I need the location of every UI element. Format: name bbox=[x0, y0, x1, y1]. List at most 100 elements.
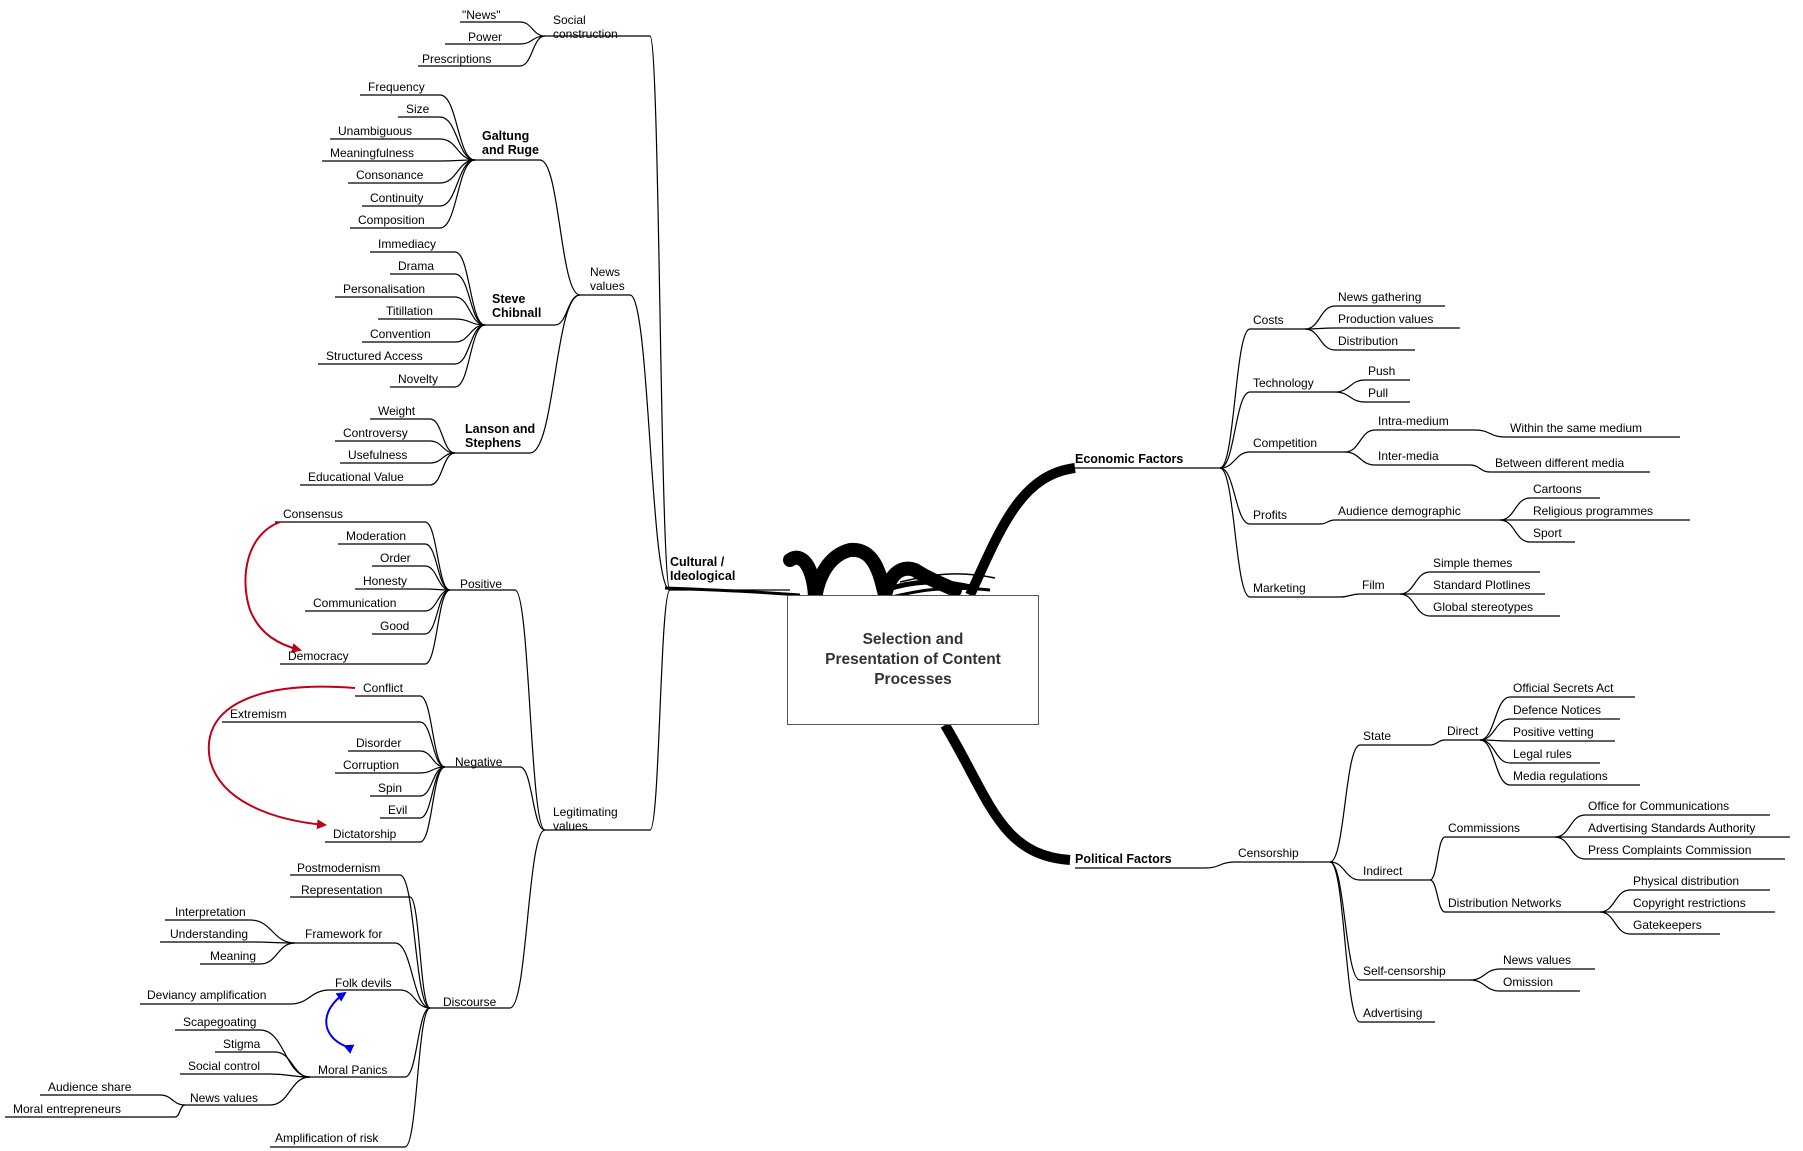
node-steve-chibnall[interactable]: Steve Chibnall bbox=[492, 292, 542, 320]
node-costs-item-0[interactable]: News gathering bbox=[1338, 290, 1422, 304]
node-discourse-news-values[interactable]: News values bbox=[190, 1091, 259, 1105]
node-galtung-ruge-item-2[interactable]: Unambiguous bbox=[338, 124, 413, 138]
node-galtung-ruge-item-3[interactable]: Meaningfulness bbox=[330, 146, 415, 160]
node-steve-chibnall-item-2[interactable]: Personalisation bbox=[343, 282, 426, 296]
node-competition[interactable]: Competition bbox=[1253, 436, 1318, 450]
node-positive-item-0[interactable]: Consensus bbox=[283, 507, 344, 521]
node-costs-item-1[interactable]: Production values bbox=[1338, 312, 1434, 326]
node-direct[interactable]: Direct bbox=[1447, 724, 1479, 738]
node-commissions-item-1[interactable]: Advertising Standards Authority bbox=[1588, 821, 1756, 835]
node-lanson-stephens-item-0[interactable]: Weight bbox=[378, 404, 416, 418]
node-profits[interactable]: Profits bbox=[1253, 508, 1288, 522]
node-within-same-medium[interactable]: Within the same medium bbox=[1510, 421, 1643, 435]
node-audience-demographic[interactable]: Audience demographic bbox=[1338, 504, 1461, 518]
node-deviancy-amplification[interactable]: Deviancy amplification bbox=[147, 988, 267, 1002]
node-distribution-networks[interactable]: Distribution Networks bbox=[1448, 896, 1562, 910]
node-galtung-ruge[interactable]: Galtung and Ruge bbox=[482, 129, 539, 157]
node-negative-item-3[interactable]: Corruption bbox=[343, 758, 400, 772]
node-moral-panics-item-1[interactable]: Stigma bbox=[223, 1037, 261, 1051]
node-self-censorship[interactable]: Self-censorship bbox=[1363, 964, 1446, 978]
node-representation[interactable]: Representation bbox=[301, 883, 383, 897]
node-positive[interactable]: Positive bbox=[460, 577, 503, 591]
node-advertising[interactable]: Advertising bbox=[1363, 1006, 1423, 1020]
node-moral-panics[interactable]: Moral Panics bbox=[318, 1063, 388, 1077]
node-audience-item-0[interactable]: Cartoons bbox=[1533, 482, 1582, 496]
node-distribution-item-0[interactable]: Physical distribution bbox=[1633, 874, 1740, 888]
node-framework-item-1[interactable]: Understanding bbox=[170, 927, 249, 941]
node-audience-item-2[interactable]: Sport bbox=[1533, 526, 1562, 540]
node-framework-item-2[interactable]: Meaning bbox=[210, 949, 257, 963]
node-positive-item-1[interactable]: Moderation bbox=[346, 529, 407, 543]
node-commissions-item-2[interactable]: Press Complaints Commission bbox=[1588, 843, 1752, 857]
node-social-item-0[interactable]: "News" bbox=[462, 8, 501, 22]
node-technology-item-1[interactable]: Pull bbox=[1368, 386, 1389, 400]
node-positive-item-4[interactable]: Communication bbox=[313, 596, 397, 610]
node-commissions[interactable]: Commissions bbox=[1448, 821, 1521, 835]
node-direct-item-0[interactable]: Official Secrets Act bbox=[1513, 681, 1614, 695]
node-discourse[interactable]: Discourse bbox=[443, 995, 497, 1009]
node-negative-item-6[interactable]: Dictatorship bbox=[333, 827, 397, 841]
node-positive-item-3[interactable]: Honesty bbox=[363, 574, 408, 588]
node-marketing[interactable]: Marketing bbox=[1253, 581, 1306, 595]
node-technology[interactable]: Technology bbox=[1253, 376, 1314, 390]
node-indirect[interactable]: Indirect bbox=[1363, 864, 1403, 878]
node-intra-medium[interactable]: Intra-medium bbox=[1378, 414, 1449, 428]
node-steve-chibnall-item-3[interactable]: Titillation bbox=[386, 304, 433, 318]
node-costs-item-2[interactable]: Distribution bbox=[1338, 334, 1399, 348]
node-distribution-item-1[interactable]: Copyright restrictions bbox=[1633, 896, 1746, 910]
node-moral-panics-item-0[interactable]: Scapegoating bbox=[183, 1015, 257, 1029]
node-steve-chibnall-item-5[interactable]: Structured Access bbox=[326, 349, 423, 363]
node-self-censorship-item-1[interactable]: Omission bbox=[1503, 975, 1554, 989]
node-audience-item-1[interactable]: Religious programmes bbox=[1533, 504, 1654, 518]
node-positive-item-6[interactable]: Democracy bbox=[288, 649, 349, 663]
node-negative-item-2[interactable]: Disorder bbox=[356, 736, 402, 750]
node-galtung-ruge-item-5[interactable]: Continuity bbox=[370, 191, 424, 205]
node-steve-chibnall-item-6[interactable]: Novelty bbox=[398, 372, 439, 386]
node-news-values[interactable]: News values bbox=[590, 265, 625, 293]
node-film-item-2[interactable]: Global stereotypes bbox=[1433, 600, 1534, 614]
node-state[interactable]: State bbox=[1363, 729, 1392, 743]
node-negative-item-5[interactable]: Evil bbox=[388, 803, 408, 817]
node-cultural-ideological[interactable]: Cultural / Ideological bbox=[670, 555, 736, 583]
node-galtung-ruge-item-1[interactable]: Size bbox=[406, 102, 430, 116]
node-film[interactable]: Film bbox=[1362, 578, 1385, 592]
node-steve-chibnall-item-4[interactable]: Convention bbox=[370, 327, 431, 341]
node-postmodernism[interactable]: Postmodernism bbox=[297, 861, 381, 875]
node-lanson-stephens-item-2[interactable]: Usefulness bbox=[348, 448, 408, 462]
node-between-different-media[interactable]: Between different media bbox=[1495, 456, 1625, 470]
node-political-factors[interactable]: Political Factors bbox=[1075, 852, 1172, 866]
node-censorship[interactable]: Censorship bbox=[1238, 846, 1299, 860]
node-social-item-1[interactable]: Power bbox=[468, 30, 503, 44]
node-moral-panics-item-2[interactable]: Social control bbox=[188, 1059, 261, 1073]
node-direct-item-4[interactable]: Media regulations bbox=[1513, 769, 1608, 783]
node-galtung-ruge-item-4[interactable]: Consonance bbox=[356, 168, 424, 182]
node-steve-chibnall-item-1[interactable]: Drama bbox=[398, 259, 435, 273]
node-economic-factors[interactable]: Economic Factors bbox=[1075, 452, 1184, 466]
node-steve-chibnall-item-0[interactable]: Immediacy bbox=[378, 237, 437, 251]
node-lanson-stephens[interactable]: Lanson and Stephens bbox=[465, 422, 536, 450]
node-direct-item-3[interactable]: Legal rules bbox=[1513, 747, 1572, 761]
node-negative[interactable]: Negative bbox=[455, 755, 503, 769]
node-discourse-news-item-1[interactable]: Moral entrepreneurs bbox=[13, 1102, 122, 1116]
node-negative-item-4[interactable]: Spin bbox=[378, 781, 403, 795]
node-galtung-ruge-item-0[interactable]: Frequency bbox=[368, 80, 425, 94]
node-lanson-stephens-item-1[interactable]: Controversy bbox=[343, 426, 408, 440]
node-discourse-news-item-0[interactable]: Audience share bbox=[48, 1080, 132, 1094]
node-technology-item-0[interactable]: Push bbox=[1368, 364, 1396, 378]
node-film-item-0[interactable]: Simple themes bbox=[1433, 556, 1513, 570]
node-folk-devils[interactable]: Folk devils bbox=[335, 976, 392, 990]
node-costs[interactable]: Costs bbox=[1253, 313, 1284, 327]
node-framework-item-0[interactable]: Interpretation bbox=[175, 905, 246, 919]
node-amplification-of-risk[interactable]: Amplification of risk bbox=[275, 1131, 379, 1145]
node-negative-item-1[interactable]: Extremism bbox=[230, 707, 287, 721]
node-positive-item-2[interactable]: Order bbox=[380, 551, 411, 565]
node-legitimating-values[interactable]: Legitimating values bbox=[553, 805, 618, 833]
node-social-item-2[interactable]: Prescriptions bbox=[422, 52, 492, 66]
node-film-item-1[interactable]: Standard Plotlines bbox=[1433, 578, 1531, 592]
node-direct-item-2[interactable]: Positive vetting bbox=[1513, 725, 1594, 739]
node-lanson-stephens-item-3[interactable]: Educational Value bbox=[308, 470, 404, 484]
node-commissions-item-0[interactable]: Office for Communications bbox=[1588, 799, 1730, 813]
node-positive-item-5[interactable]: Good bbox=[380, 619, 410, 633]
node-negative-item-0[interactable]: Conflict bbox=[363, 681, 404, 695]
node-distribution-item-2[interactable]: Gatekeepers bbox=[1633, 918, 1702, 932]
